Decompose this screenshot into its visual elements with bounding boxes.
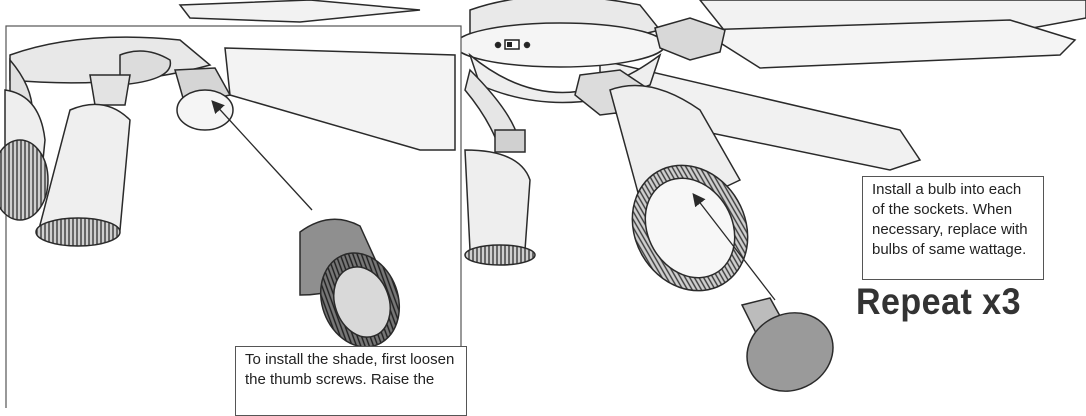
socket-stem: [494, 129, 526, 153]
callout-shade-instructions: To install the shade, first loosen the t…: [235, 346, 467, 416]
bulb-globe: [746, 312, 834, 392]
callout-bulb-line: bulbs of same wattage.: [872, 241, 1027, 258]
arrow-bulb-icon: [692, 192, 776, 301]
repeat-label: Repeat x3: [856, 281, 1021, 322]
inset-shade-new-opening: [333, 266, 391, 338]
callout-bulb-instructions: Install a bulb into each of the sockets.…: [862, 176, 1044, 280]
arm-cap-right: [654, 17, 726, 61]
shade-left-small-rim: [464, 244, 536, 266]
inset-socket-opening: [176, 89, 234, 131]
shade-left-small: [464, 149, 531, 251]
callout-shade-line: To install the shade, first loosen: [245, 351, 455, 368]
inset-shade-left-rim: [0, 139, 49, 221]
light-switch-icon: [494, 39, 531, 50]
callout-bulb-line: of the sockets. When: [872, 201, 1013, 218]
inset-cap: [119, 50, 172, 86]
fan-background: [178, 0, 1086, 292]
arrow-shade-icon: [211, 100, 313, 211]
bulb: [740, 297, 834, 392]
callout-bulb-line: Install a bulb into each: [872, 181, 1022, 198]
shade-installed-opening: [644, 177, 736, 279]
inset-panel: [0, 25, 462, 408]
inset-blade: [224, 47, 456, 151]
blade-right: [697, 19, 1077, 69]
callout-shade-line: the thumb screws. Raise the: [245, 371, 435, 388]
inset-stem: [89, 74, 131, 106]
blade-top-left: [178, 0, 421, 23]
inset-shade-middle-rim: [35, 217, 121, 247]
callout-bulb-line: necessary, replace with: [872, 221, 1028, 238]
housing-rim: [454, 22, 666, 68]
